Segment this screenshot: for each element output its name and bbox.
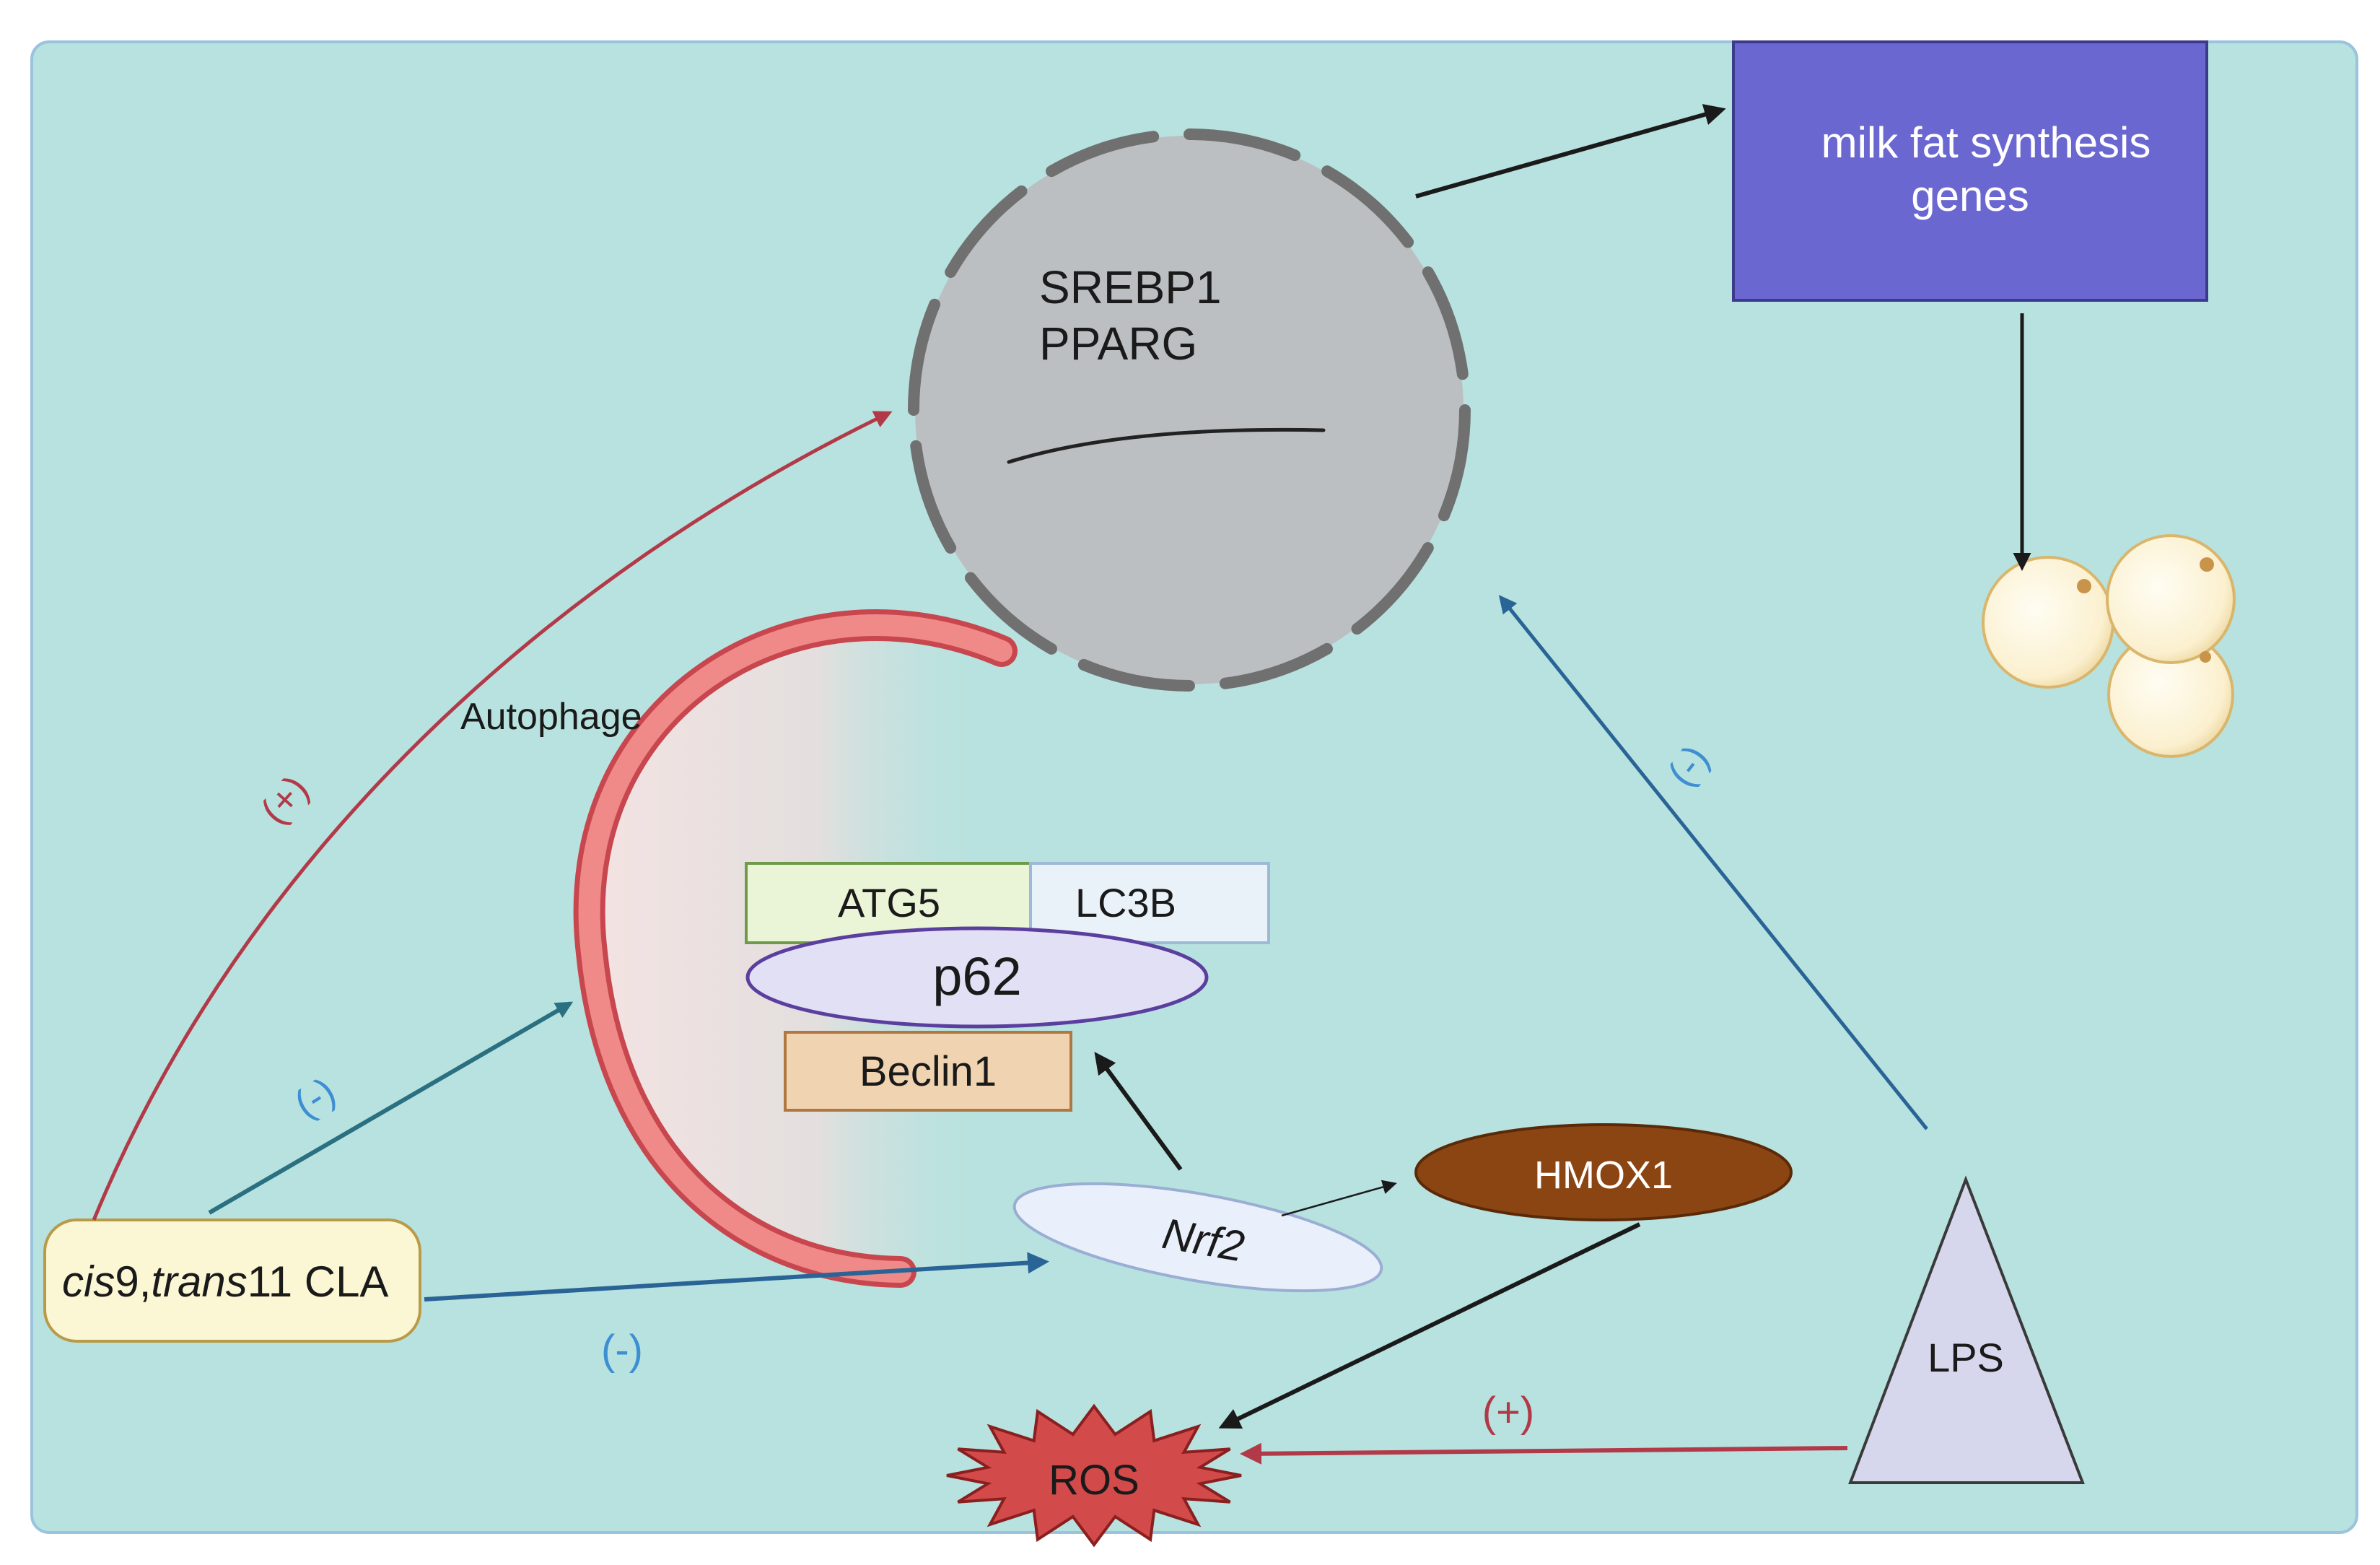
autophage-label: Autophage	[460, 696, 642, 738]
arrow-cla-to-nrf2	[424, 1252, 1049, 1302]
ros-starburst: ROS	[946, 1403, 1242, 1548]
milk-fat-genes-box: milk fat synthesis genes	[1732, 40, 2208, 302]
arrow-hmox1-to-ros	[1218, 1222, 1641, 1429]
arrow-lps-to-nucleus	[1498, 595, 1928, 1130]
arrow-cla-to-autophagy	[208, 1001, 574, 1215]
hmox1-ellipse: HMOX1	[1414, 1123, 1793, 1221]
svg-text:cis9,trans11 CLA: cis9,trans11 CLA	[62, 1257, 388, 1306]
cla-label-11: 11 CLA	[248, 1257, 389, 1306]
p62-ellipse: p62	[745, 926, 1209, 1029]
hmox1-label: HMOX1	[1534, 1154, 1673, 1197]
nucleus: SREBP1 PPARG	[908, 128, 1471, 692]
milk-genes-line2: genes	[1911, 172, 2029, 220]
ros-label: ROS	[1049, 1457, 1139, 1504]
p62-label: p62	[932, 946, 1021, 1006]
nuclear-envelope	[908, 128, 1471, 692]
atg5-label: ATG5	[838, 880, 940, 925]
sign-lps-to-ros: (+)	[1482, 1389, 1535, 1436]
lc3b-label: LC3B	[1075, 880, 1176, 925]
cla-label-9: 9,	[115, 1257, 151, 1306]
milk-genes-line1: milk fat synthesis	[1821, 118, 2151, 167]
arrow-nrf2-to-hmox1	[1281, 1180, 1397, 1217]
arrow-nrf2-to-beclin1	[1094, 1052, 1183, 1171]
lps-label: LPS	[1928, 1335, 2004, 1380]
arrow-nucleus-to-milk-genes	[1415, 104, 1726, 199]
nucleus-label-srebp1: SREBP1	[1039, 261, 1222, 313]
cla-label-trans: trans	[151, 1257, 247, 1306]
fat-droplet	[1982, 556, 2114, 689]
nucleus-label-pparg: PPARG	[1039, 318, 1197, 370]
milk-fat-droplets	[1982, 534, 2236, 758]
sign-cla-to-nrf2: (-)	[601, 1327, 643, 1374]
cla-label-cis: cis	[62, 1257, 115, 1306]
lps-triangle: LPS	[1848, 1175, 2085, 1484]
lc3b-box: LC3B	[1029, 862, 1270, 944]
beclin1-box: Beclin1	[784, 1031, 1072, 1112]
arrow-lps-to-ros	[1240, 1442, 1848, 1465]
beclin1-label: Beclin1	[859, 1048, 997, 1095]
nrf2-ellipse: Nrf2	[1012, 1182, 1383, 1293]
cla-box: cis9,trans11 CLA	[43, 1219, 421, 1343]
arrow-cla-to-nucleus	[92, 411, 893, 1221]
dna-strand	[1007, 427, 1326, 464]
fat-droplet	[2106, 534, 2236, 664]
